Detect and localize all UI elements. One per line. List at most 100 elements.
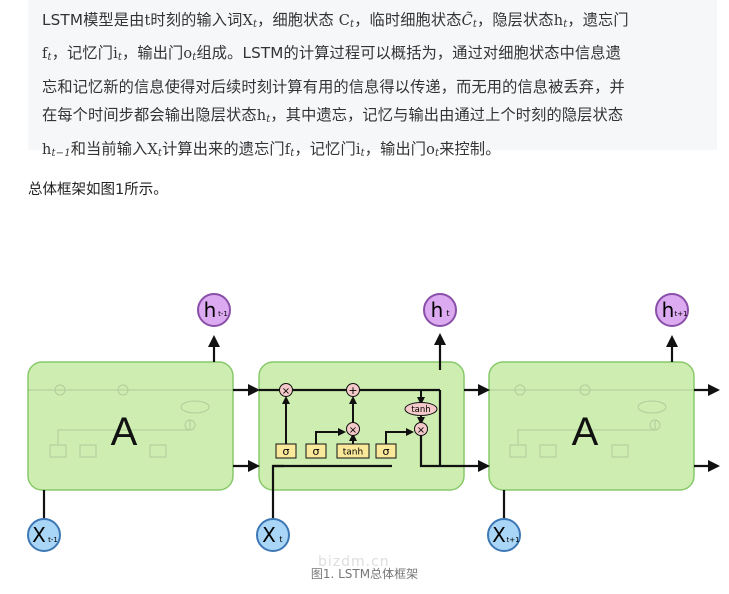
math-symbol: f [42, 46, 48, 63]
text-run: 和当前输入 [70, 139, 148, 158]
output-h-t-1: h t-1 [197, 293, 231, 327]
op-symbol: × [349, 425, 357, 436]
output-sub: t+1 [674, 310, 687, 318]
input-node [256, 518, 290, 552]
quote-line-2: ft，记忆门it，输出门ot组成。LSTM的计算过程可以概括为，通过对细胞状态中… [42, 39, 707, 72]
gate-input: σ [305, 443, 327, 459]
text-run: 时刻的输入词 [150, 11, 243, 29]
text-run: 在每个时间步都会输出隐层状态 [42, 106, 257, 125]
cell-left: A [27, 361, 234, 491]
op-ellipse [404, 402, 438, 416]
text-run: ，记忆门 [294, 139, 356, 158]
op-symbol: × [282, 386, 290, 397]
text-run: ，输出门 [364, 139, 427, 158]
text-run: 计算出来的遗忘门 [162, 139, 285, 158]
text-run: ，遗忘门 [567, 11, 629, 29]
figure-caption: 图1. LSTM总体框架 [310, 567, 419, 581]
math-subscript: t [252, 19, 258, 30]
math-symbol: h [553, 13, 564, 29]
text-run: ，隐层状态 [477, 11, 554, 29]
op-add: + [346, 383, 360, 397]
output-node [197, 293, 231, 327]
math-symbol: C̃ [461, 13, 473, 29]
math-subscript: t [266, 114, 271, 126]
input-x-t+1: X t+1 [487, 518, 521, 552]
op-input-mult: × [346, 422, 360, 436]
text-run: ，其中遗忘，记忆与输出由通过上个时刻的隐层状态 [270, 106, 624, 125]
cell-left-box [27, 361, 234, 491]
text-run: ，细胞状态 [257, 11, 339, 29]
op-symbol: × [417, 425, 425, 436]
cell-right-label: A [572, 410, 599, 454]
gate-box [375, 443, 397, 459]
math-symbol: X [147, 141, 158, 158]
connections [42, 335, 720, 518]
math-symbol: i [355, 141, 361, 158]
math-symbol: o [426, 141, 436, 158]
gate-box [336, 443, 370, 459]
math-subscript: t [563, 19, 568, 30]
cell-middle [258, 333, 465, 492]
input-base: X [262, 523, 276, 547]
gate-forget: σ [275, 443, 297, 459]
math-symbol: o [183, 46, 193, 63]
op-symbol: + [348, 384, 357, 397]
text-run: ，临时细胞状态 [354, 11, 462, 29]
cell-middle-box [258, 361, 465, 491]
cell-right-box [488, 361, 695, 491]
text-run: 来控制。 [439, 139, 501, 158]
math-symbol: i [113, 46, 118, 63]
math-subscript: t−1 [51, 147, 71, 159]
output-sub: t [446, 309, 449, 318]
cell-left-ghost-internals [28, 384, 233, 458]
quote-line-3: 忘和记忆新的信息使得对后续时刻计算有用的信息得以传递，而无用的信息被丢弃，并 [42, 77, 625, 96]
output-node [423, 293, 457, 327]
math-subscript: t [360, 147, 365, 159]
cell-right: A [488, 361, 695, 491]
input-node [487, 518, 521, 552]
text-run: ，记忆门 [51, 44, 114, 63]
lstm-diagram: A A [27, 293, 720, 552]
op-circle [346, 422, 360, 436]
op-tanh: tanh [404, 402, 438, 416]
math-subscript: t [350, 19, 355, 30]
cell-right-ghost-internals [489, 384, 694, 458]
input-base: X [32, 523, 46, 547]
gate-label: σ [383, 445, 390, 458]
output-base: h [204, 298, 217, 322]
output-base: h [662, 298, 675, 322]
quote-line-1: LSTM模型是由t时刻的输入词Xt，细胞状态 Ct，临时细胞状态C̃t，隐层状态… [42, 6, 707, 39]
input-sub: t [279, 535, 282, 544]
math-subscript: t [47, 52, 52, 64]
math-subscript: t [435, 147, 440, 159]
gate-label: σ [313, 445, 320, 458]
math-symbol: X [242, 13, 253, 29]
input-x-t-1: X t-1 [27, 518, 61, 552]
gate-output: σ [375, 443, 397, 459]
gate-label: tanh [343, 448, 363, 458]
math-symbol: f [284, 141, 291, 158]
op-circle [346, 383, 360, 397]
text-run: LSTM模型是由 [42, 11, 145, 29]
quote-line-4: 在每个时间步都会输出隐层状态ht，其中遗忘，记忆与输出由通过上个时刻的隐层状态 [42, 101, 707, 134]
math-symbol: h [256, 108, 267, 125]
math-symbol: C [338, 13, 351, 29]
output-h-t: h t [423, 293, 457, 327]
math-subscript: t [472, 19, 477, 30]
quote-block: LSTM模型是由t时刻的输入词Xt，细胞状态 Ct，临时细胞状态C̃t，隐层状态… [28, 0, 717, 159]
op-label: tanh [411, 405, 430, 415]
input-sub: t-1 [48, 536, 58, 544]
op-circle [279, 383, 293, 397]
text-run: ，输出门 [122, 44, 184, 63]
math-symbol: h [42, 141, 52, 158]
text-run: 组成。LSTM的计算过程可以概括为，通过对细胞状态中信息遗 [196, 44, 621, 63]
gate-box [275, 443, 297, 459]
op-output-mult: × [414, 422, 428, 436]
math-subscript: t [157, 147, 163, 159]
math-subscript: t [192, 52, 197, 64]
math-symbol: t [144, 13, 151, 29]
watermark: bizdm.cn [318, 554, 390, 570]
body-paragraph: 总体框架如图1所示。 [28, 182, 168, 198]
output-h-t+1: h t+1 [655, 293, 689, 327]
output-sub: t-1 [218, 310, 228, 318]
